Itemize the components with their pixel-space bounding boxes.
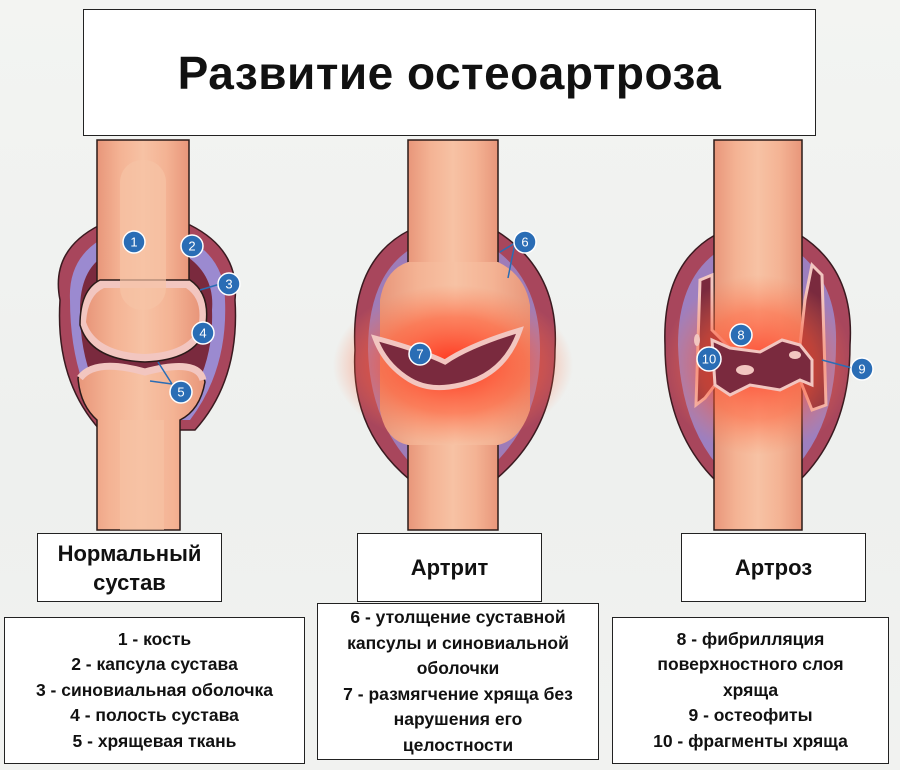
arthritis-joint-illustration: 6 7	[333, 139, 573, 531]
label-normal-joint: Нормальный сустав	[37, 533, 222, 602]
legend-arthrosis: 8 - фибрилляция поверхностного слоя хрящ…	[612, 617, 889, 764]
legend-item: 8 - фибрилляция	[676, 628, 825, 649]
legend-item: оболочки	[416, 658, 500, 678]
svg-text:7: 7	[416, 347, 423, 362]
svg-text:3: 3	[225, 277, 232, 292]
arthrosis-joint-illustration: 8 9 10	[663, 139, 874, 531]
legend-item: 6 - утолщение суставной	[350, 607, 566, 627]
label-arthritis: Артрит	[357, 533, 542, 602]
svg-text:6: 6	[521, 235, 528, 250]
legend-item: нарушения его	[393, 709, 523, 729]
label-line: Артрит	[410, 555, 489, 580]
legend-item: поверхностного слоя	[657, 654, 844, 675]
legend-item: 7 - размягчение хряща без	[343, 683, 573, 704]
legend-item: целостности	[402, 734, 514, 755]
marker-8: 8	[729, 323, 753, 347]
legend-arthritis: 6 - утолщение суставной капсулы и синови…	[317, 603, 599, 760]
marker-3: 3	[217, 272, 241, 296]
svg-text:5: 5	[177, 385, 184, 400]
page-title: Развитие остеоартроза	[83, 9, 816, 136]
legend-item: 10 - фрагменты хряща	[653, 730, 848, 751]
label-arthrosis: Артроз	[681, 533, 866, 602]
marker-7: 7	[408, 342, 432, 366]
legend-item: 5 - хрящевая ткань	[72, 730, 237, 751]
normal-joint-illustration: 1 2 3 4 5	[57, 139, 241, 531]
legend-item: 4 - полость сустава	[70, 705, 239, 726]
marker-10: 10	[696, 346, 722, 372]
legend-item: капсулы и синовиальной	[347, 632, 569, 653]
svg-text:8: 8	[737, 328, 744, 343]
legend-normal-joint: 1 - кость 2 - капсула сустава 3 - синови…	[4, 617, 305, 764]
label-line: сустав	[93, 569, 166, 595]
marker-9: 9	[850, 357, 874, 381]
svg-text:9: 9	[858, 362, 865, 377]
title-text: Развитие остеоартроза	[177, 46, 722, 99]
marker-2: 2	[180, 234, 204, 258]
legend-item: 9 - остеофиты	[688, 705, 813, 726]
marker-6: 6	[513, 230, 537, 254]
label-line: Артроз	[734, 555, 813, 580]
label-line: Нормальный	[57, 540, 202, 566]
svg-text:10: 10	[702, 352, 716, 367]
marker-5: 5	[169, 380, 193, 404]
legend-item: 3 - синовиальная оболочка	[35, 679, 274, 700]
legend-item: 1 - кость	[117, 628, 192, 649]
svg-text:4: 4	[199, 326, 206, 341]
marker-1: 1	[122, 230, 146, 254]
svg-text:2: 2	[188, 239, 195, 254]
legend-item: 2 - капсула сустава	[71, 654, 238, 675]
svg-text:1: 1	[130, 235, 137, 250]
marker-4: 4	[191, 321, 215, 345]
legend-item: хряща	[722, 679, 779, 700]
